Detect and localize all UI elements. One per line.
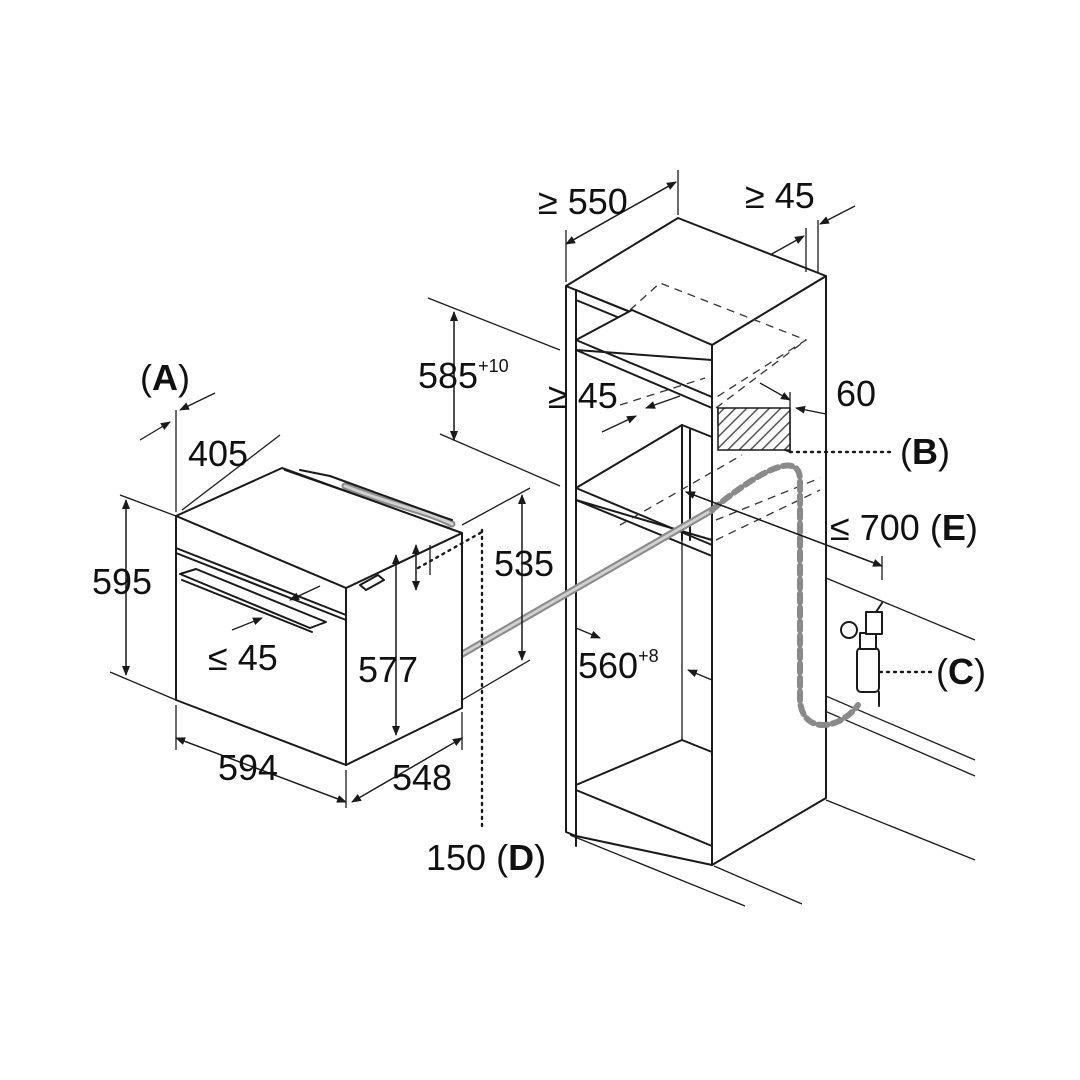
label-560: 560+8 <box>578 645 659 686</box>
dimension-labels: (A) 405 595 ≤ 45 594 548 577 535 150 (D)… <box>92 175 986 878</box>
label-548: 548 <box>392 757 452 798</box>
label-585: 585+10 <box>418 355 509 396</box>
label-595: 595 <box>92 561 152 602</box>
label-c: (C) <box>936 651 986 692</box>
water-tap-icon <box>840 602 883 707</box>
label-405: 405 <box>188 433 248 474</box>
label-535: 535 <box>494 543 554 584</box>
oven <box>175 467 463 766</box>
label-e: ≤ 700 (E) <box>830 507 978 548</box>
label-handle-clear: ≤ 45 <box>208 637 278 678</box>
label-cab-depth: ≥ 550 <box>538 181 628 222</box>
label-shelf-gap: ≥ 45 <box>548 375 618 416</box>
label-cab-rear: ≥ 45 <box>745 175 815 216</box>
label-b: (B) <box>900 431 950 472</box>
label-60: 60 <box>836 373 876 414</box>
tall-cabinet <box>565 217 827 866</box>
label-a: (A) <box>140 357 190 398</box>
dimension-lines <box>109 170 934 832</box>
label-594: 594 <box>218 747 278 788</box>
label-d: 150 (D) <box>426 837 546 878</box>
label-577: 577 <box>358 649 418 690</box>
